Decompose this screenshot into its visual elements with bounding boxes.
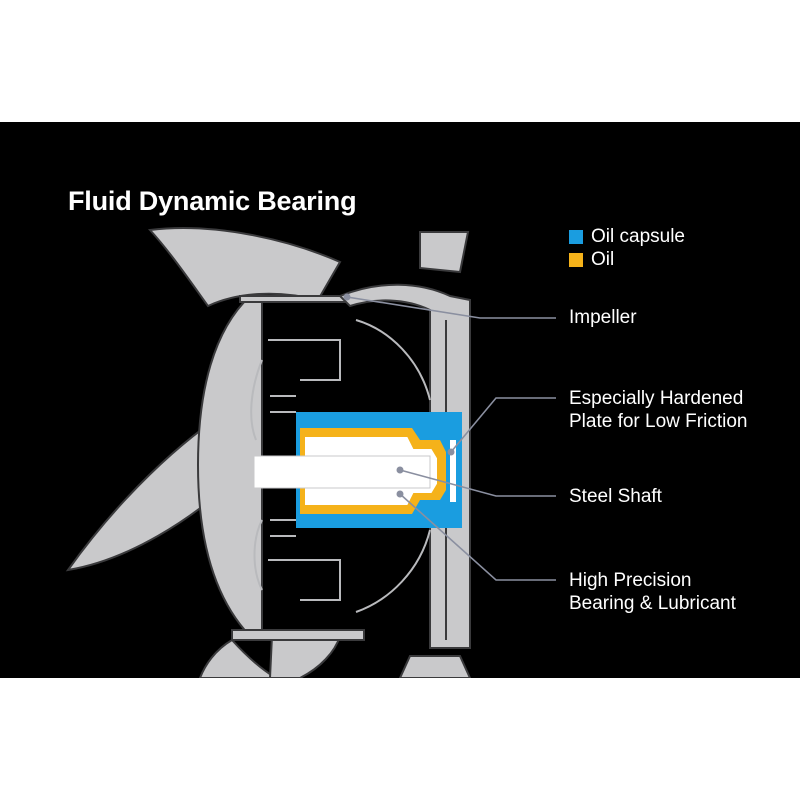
callout-text: Impeller (569, 307, 637, 328)
oil-swatch (569, 253, 583, 267)
steel-shaft (253, 455, 431, 489)
legend-item-oil-capsule: Oil capsule (569, 226, 685, 248)
callout-hardened-plate: Especially Hardened Plate for Low Fricti… (569, 387, 747, 433)
callout-text-line2: Plate for Low Friction (569, 411, 748, 432)
diagram-title: Fluid Dynamic Bearing (68, 186, 357, 216)
legend-item-oil: Oil (569, 249, 614, 271)
callout-text-line2: Bearing & Lubricant (569, 593, 736, 614)
leader-dots (343, 293, 455, 498)
callout-text-line1: Especially Hardened (569, 388, 744, 409)
motor-internals (250, 319, 431, 613)
oil-capsule-swatch (569, 230, 583, 244)
callout-steel-shaft: Steel Shaft (569, 485, 662, 508)
impeller-frame (338, 231, 472, 678)
callout-text: Steel Shaft (569, 486, 662, 507)
hardened-plate (450, 440, 456, 502)
callout-text-line1: High Precision (569, 570, 692, 591)
hub-housing (196, 295, 365, 641)
callout-bearing: High Precision Bearing & Lubricant (569, 569, 736, 615)
diagram-background (0, 122, 800, 678)
leader-lines (346, 296, 556, 581)
legend-label: Oil (591, 249, 615, 270)
legend-label: Oil capsule (591, 226, 685, 247)
callout-impeller: Impeller (569, 306, 637, 329)
